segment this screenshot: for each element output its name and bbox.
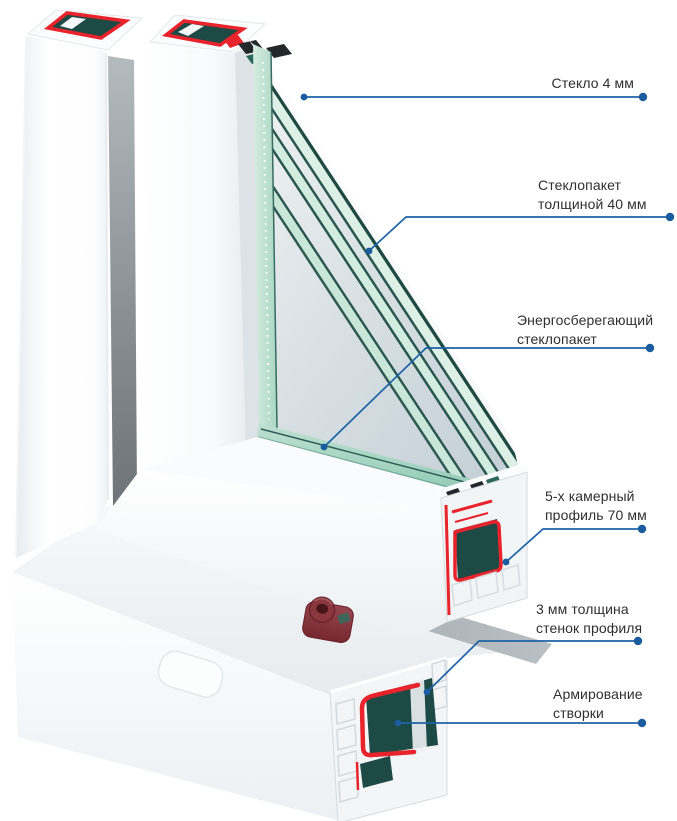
callout-line-glazing-unit bbox=[368, 216, 670, 252]
glass-pane-1-edge bbox=[249, 40, 518, 492]
frame-bottom-profile bbox=[12, 505, 545, 821]
frame-sash-gap-vertical bbox=[108, 56, 137, 506]
callout-text: 5-х камерный bbox=[545, 488, 635, 504]
sash-seal-ring bbox=[161, 19, 248, 47]
callout-label-energy-saving: Энергосберегающий стеклопакет bbox=[517, 312, 654, 347]
callout-label-glazing-unit: Стеклопакет толщиной 40 мм bbox=[538, 177, 647, 212]
callout-text: Стеклопакет bbox=[538, 177, 622, 193]
callout-line-energy-saving bbox=[323, 347, 650, 448]
corner-hardware-piece bbox=[302, 596, 354, 643]
sash-cross-section bbox=[440, 471, 528, 623]
glazing-unit-bottom-edge bbox=[257, 423, 505, 502]
sash-bottom-profile bbox=[95, 437, 528, 638]
sash-top-cross-section bbox=[148, 14, 267, 53]
sash-reinforcement-cavity bbox=[455, 519, 500, 580]
callout-label-wall-3mm: 3 мм толщина стенок профиля bbox=[536, 601, 643, 636]
glass-pane-3-edge bbox=[249, 40, 491, 492]
frame-left-profile bbox=[15, 9, 144, 558]
callout-line-wall-3mm bbox=[426, 640, 638, 693]
callout-text: Энергосберегающий bbox=[517, 312, 654, 328]
frame-seal-ring bbox=[43, 11, 131, 40]
callout-text: 3 мм толщина bbox=[536, 601, 629, 617]
glass-pane-2-edge bbox=[249, 40, 518, 492]
callout-label-five-chamber: 5-х камерный профиль 70 мм bbox=[545, 488, 647, 523]
steel-reinforcement-red-outline bbox=[359, 682, 421, 758]
callout-dots bbox=[300, 92, 675, 728]
frame-bottom-cross-section bbox=[329, 656, 448, 821]
callout-text: Стекло 4 мм bbox=[551, 75, 634, 91]
callout-lines bbox=[304, 96, 670, 724]
callout-label-glass-4mm: Стекло 4 мм bbox=[470, 74, 634, 93]
callout-line-five-chamber bbox=[505, 528, 642, 563]
callout-text: Армирование bbox=[553, 686, 643, 702]
sash-steel-reinforcement-outline bbox=[453, 520, 503, 582]
drainage-tab bbox=[157, 650, 224, 698]
callout-label-reinforcement: Армирование створки bbox=[553, 686, 643, 721]
glazing-unit bbox=[249, 40, 518, 502]
frame-top-cross-section bbox=[26, 9, 144, 51]
glazing-unit-left-edge bbox=[253, 44, 277, 428]
